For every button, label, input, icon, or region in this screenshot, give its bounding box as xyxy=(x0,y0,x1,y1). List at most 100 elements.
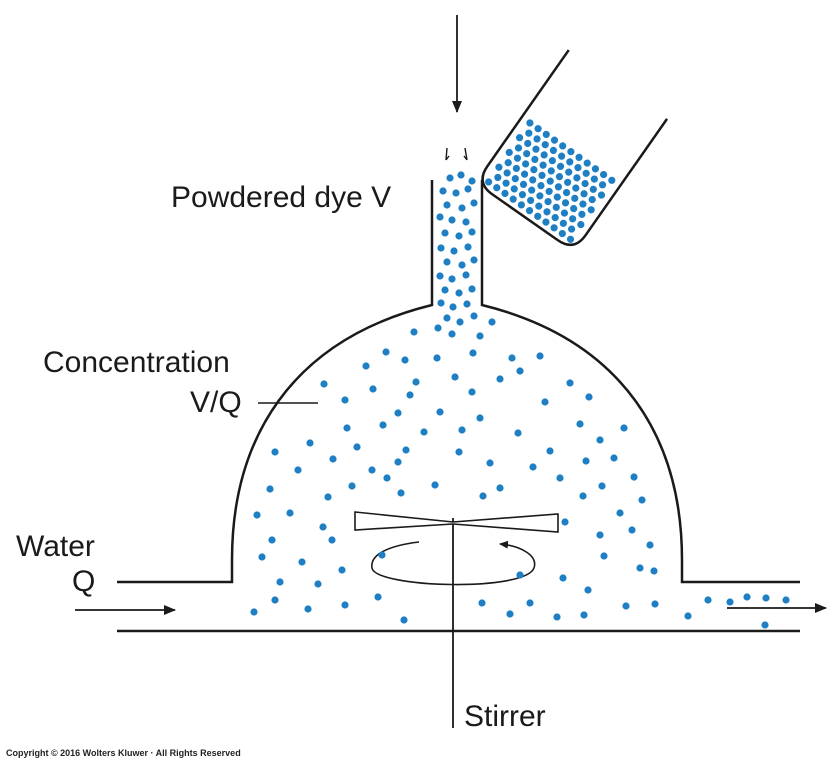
dye-particle xyxy=(578,210,586,218)
dye-particle xyxy=(329,455,337,463)
dye-particle xyxy=(622,602,630,610)
dye-particle xyxy=(580,611,588,619)
dye-particle xyxy=(441,286,449,294)
dye-particle xyxy=(420,428,428,436)
dye-particle xyxy=(338,566,346,574)
dye-particle xyxy=(441,229,449,237)
dye-particle xyxy=(374,593,382,601)
dye-particle xyxy=(324,493,332,501)
dye-particle xyxy=(436,272,444,280)
dye-particle xyxy=(559,574,567,582)
dye-particle xyxy=(462,218,470,226)
dye-particle xyxy=(271,448,279,456)
dye-particle xyxy=(630,473,638,481)
dye-particle xyxy=(448,275,456,283)
dye-particle xyxy=(598,482,606,490)
dye-particle xyxy=(412,378,420,386)
dye-particle xyxy=(726,598,734,606)
dye-particle xyxy=(437,244,445,252)
dye-particle xyxy=(561,518,569,526)
dye-particle xyxy=(532,145,540,153)
dye-particle xyxy=(501,189,509,198)
dye-particle xyxy=(470,256,478,264)
dye-particle xyxy=(470,199,478,207)
water-label: Water xyxy=(16,530,95,563)
dye-particle xyxy=(320,380,328,388)
dye-particle xyxy=(514,429,522,437)
dye-particle xyxy=(553,193,561,201)
pour-mark-right xyxy=(463,147,468,161)
dye-particle xyxy=(582,457,590,465)
dye-particle xyxy=(451,373,459,381)
dye-particle xyxy=(584,586,592,594)
dye-particle xyxy=(557,152,566,160)
dye-particle xyxy=(402,446,410,454)
dye-particle xyxy=(537,182,545,190)
dye-particle xyxy=(253,511,261,519)
dye-particle xyxy=(464,185,472,193)
dye-particle xyxy=(572,184,580,192)
dye-particle xyxy=(439,187,447,195)
dye-particle xyxy=(510,185,518,193)
dye-particle xyxy=(443,314,451,322)
dye-particle xyxy=(343,424,351,432)
dye-particle xyxy=(566,379,574,387)
dye-particle xyxy=(569,215,577,223)
dye-particle xyxy=(468,285,476,293)
beaker xyxy=(481,49,669,247)
dye-particle xyxy=(552,203,560,211)
dye-particle xyxy=(276,578,284,586)
dye-particle xyxy=(535,202,543,210)
dye-particle xyxy=(558,229,566,238)
dye-particle xyxy=(538,171,546,179)
dye-particle xyxy=(562,188,571,197)
powdered-dye-label: Powdered dye V xyxy=(171,181,392,214)
dye-particle xyxy=(530,166,538,174)
dye-particle xyxy=(448,216,456,224)
dye-particle xyxy=(341,601,349,609)
dye-particle xyxy=(541,141,549,149)
dye-particle xyxy=(608,176,616,184)
dye-particle xyxy=(304,605,312,613)
dye-particle xyxy=(556,162,565,170)
dye-particle xyxy=(560,209,569,217)
dye-particle xyxy=(616,509,624,517)
vessel-outline xyxy=(117,180,800,584)
copyright-notice: Copyright © 2016 Wolters Kluwer · All Ri… xyxy=(6,748,241,758)
dye-particle xyxy=(505,148,513,157)
dye-particle xyxy=(341,396,349,404)
dye-particle xyxy=(479,492,487,500)
dye-particle xyxy=(443,201,451,209)
dye-particle xyxy=(353,443,361,451)
dye-particle xyxy=(583,159,591,167)
dye-particle xyxy=(504,159,512,167)
dye-particle xyxy=(464,243,472,251)
dye-particle xyxy=(559,142,567,150)
dye-particle xyxy=(704,596,712,604)
water-flow-label: Q xyxy=(72,565,96,598)
dye-particle xyxy=(503,169,511,177)
dye-particle xyxy=(743,593,751,601)
dye-particle xyxy=(468,388,476,396)
dye-particle xyxy=(382,348,390,356)
dye-particle xyxy=(553,613,561,621)
dye-particle xyxy=(294,466,302,474)
dye-particle xyxy=(449,303,457,311)
dye-particle xyxy=(762,594,770,602)
dye-particle xyxy=(470,312,478,320)
dye-particle xyxy=(401,356,409,364)
dye-particle xyxy=(258,553,266,561)
dye-particle xyxy=(536,352,544,360)
dye-particle xyxy=(434,324,442,332)
dye-particle xyxy=(567,225,576,233)
dye-particle xyxy=(518,191,527,199)
dye-particle xyxy=(546,447,554,455)
dye-particle xyxy=(525,207,534,215)
dye-particle xyxy=(486,459,494,467)
dye-particle xyxy=(476,332,484,340)
dye-particle xyxy=(362,362,370,370)
dye-particle xyxy=(542,130,550,139)
dye-particle xyxy=(456,318,464,326)
beaker-body xyxy=(481,49,669,247)
dye-particle xyxy=(600,552,608,560)
